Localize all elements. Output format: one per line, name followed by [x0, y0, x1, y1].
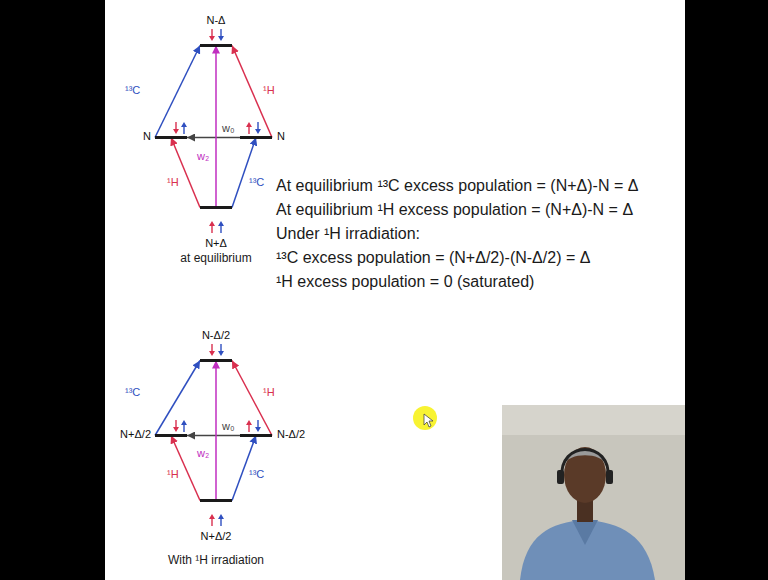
transition-arrow [171, 138, 200, 208]
transition-arrow [215, 46, 217, 208]
explanation-line: Under ¹H irradiation: [276, 225, 420, 243]
population-label: N-Δ/2 [277, 428, 305, 441]
transition-arrow [155, 46, 200, 138]
transition-arrow [215, 361, 217, 501]
transition-label: ¹H [166, 176, 180, 188]
transition-label: ¹H [262, 84, 276, 96]
population-label: N-Δ/2 [202, 329, 230, 342]
energy-level: N-Δ/2 [200, 359, 232, 362]
transition-label: w₀ [221, 122, 236, 134]
energy-level: N [155, 136, 187, 139]
explanation-line: ¹³C excess population = (N+Δ/2)-(N-Δ/2) … [276, 249, 590, 267]
transition-label: ¹H [262, 386, 276, 398]
transition-arrow [155, 361, 200, 436]
energy-level: N+Δ/2 [200, 499, 232, 502]
transition-label: ¹³C [124, 84, 141, 96]
transition-label: w₀ [221, 420, 236, 432]
energy-level: N-Δ/2 [240, 434, 272, 437]
explanation-line: ¹H excess population = 0 (saturated) [276, 273, 534, 291]
spin-arrows [173, 29, 261, 526]
energy-level: N+Δ [200, 206, 232, 209]
diagram-caption: at equilibrium [180, 251, 251, 265]
transition-label: ¹³C [248, 468, 265, 480]
cursor-highlight [413, 406, 437, 430]
transition-label: w₂ [196, 150, 210, 162]
transition-label: ¹³C [124, 386, 141, 398]
population-label: N+Δ [205, 237, 227, 250]
population-label: N [277, 130, 285, 143]
energy-level: N [240, 136, 272, 139]
transition-label: ¹H [166, 468, 180, 480]
transition-arrow [187, 435, 240, 437]
energy-level: N+Δ/2 [155, 434, 187, 437]
transition-arrow [187, 137, 240, 139]
transition-arrow [232, 361, 272, 436]
explanation-line: At equilibrium ¹³C excess population = (… [276, 177, 638, 195]
population-label: N [143, 130, 151, 143]
explanation-line: At equilibrium ¹H excess population = (N… [276, 201, 633, 219]
population-label: N+Δ/2 [201, 530, 232, 543]
population-label: N-Δ [207, 14, 226, 27]
transition-arrow [232, 138, 256, 208]
transition-label: ¹³C [248, 176, 265, 188]
energy-level: N-Δ [200, 44, 232, 47]
population-label: N+Δ/2 [120, 428, 151, 441]
presenter-video [502, 405, 685, 580]
diagram-caption: With ¹H irradiation [168, 553, 264, 567]
transition-label: w₂ [196, 447, 210, 459]
